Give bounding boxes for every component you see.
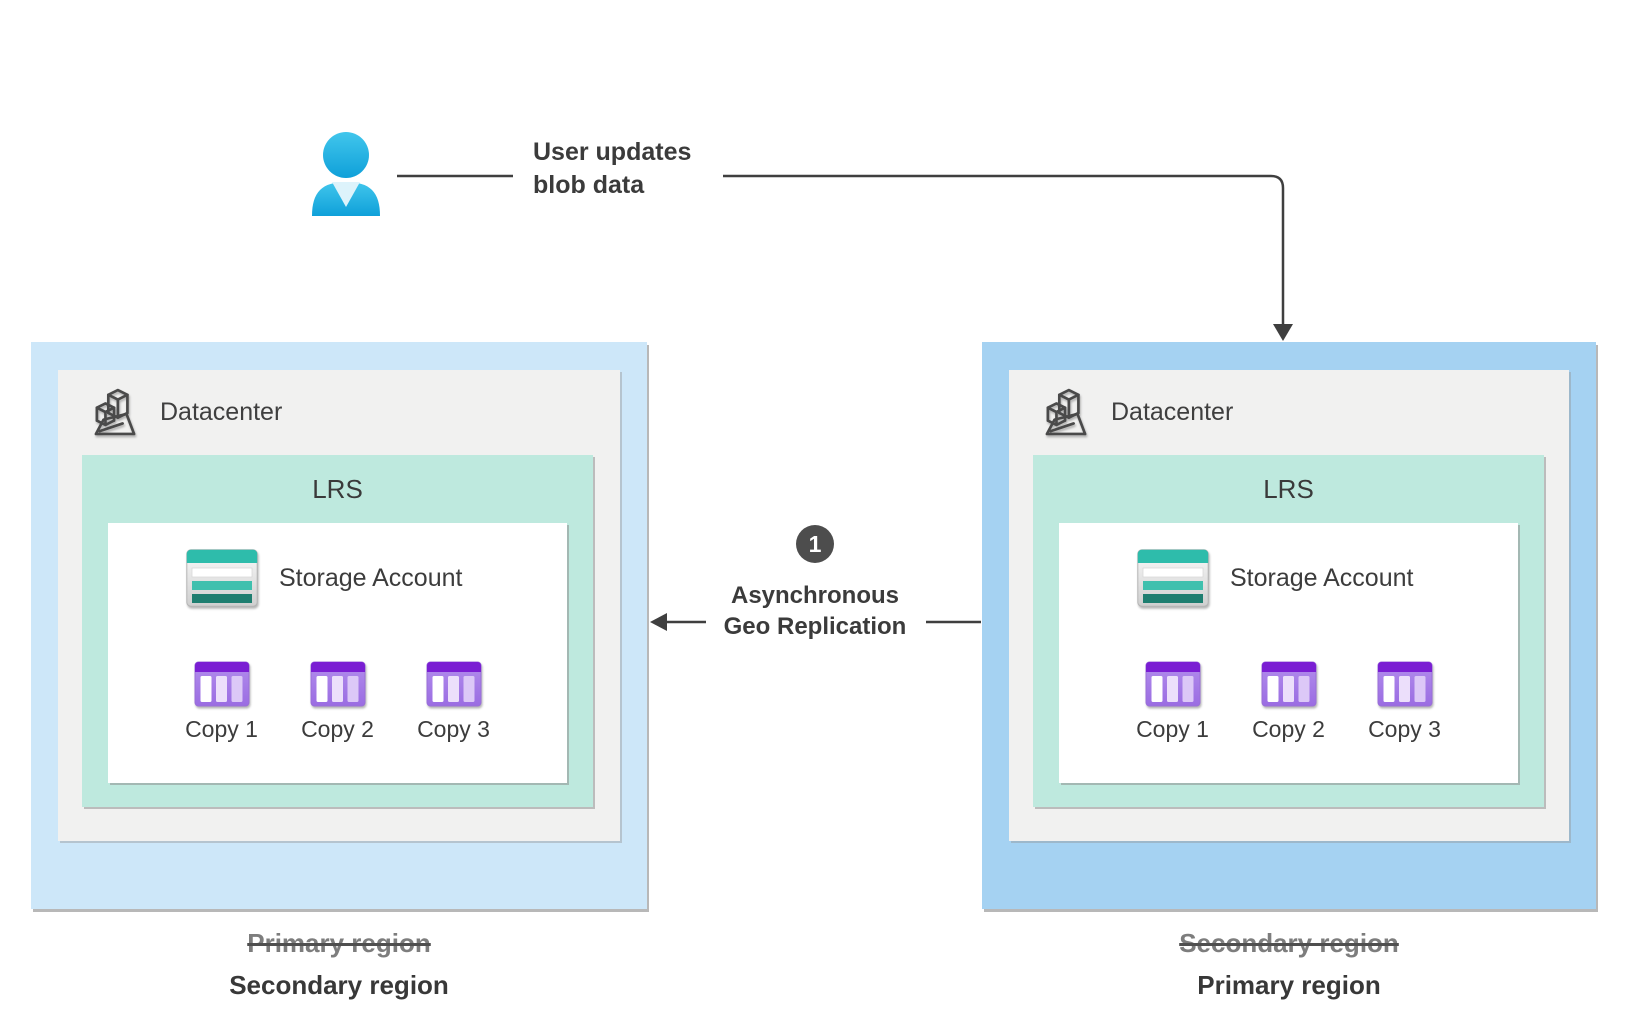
current-role-label: Secondary region: [229, 970, 449, 1000]
down-arrowhead-icon: [1273, 324, 1293, 341]
copy-label: Copy 2: [1252, 716, 1325, 742]
datacenter-panel: Datacenter LRS: [1009, 370, 1569, 841]
lrs-panel: LRS Storage Account: [1033, 455, 1544, 807]
copy-label: Copy 3: [1368, 716, 1441, 742]
copy-label: Copy 1: [1136, 716, 1209, 742]
datacenter-panel: Datacenter LRS: [58, 370, 620, 841]
storage-panel: Storage Account: [1059, 523, 1518, 783]
region-role-labels-right: Secondary region Primary region: [982, 926, 1596, 1002]
copy-item: Copy 1: [1136, 661, 1209, 743]
left-arrowhead-icon: [650, 613, 667, 631]
copy-table-icon: [310, 661, 366, 707]
copy-label: Copy 3: [417, 716, 490, 742]
copy-item: Copy 2: [301, 661, 374, 743]
copy-table-icon: [1261, 661, 1317, 707]
storage-account-label: Storage Account: [1230, 563, 1414, 592]
datacenter-label: Datacenter: [160, 397, 283, 426]
copy-table-icon: [1377, 661, 1433, 707]
datacenter-icon: [1045, 387, 1087, 437]
lrs-label: LRS: [312, 473, 363, 504]
replication-label: Asynchronous Geo Replication: [723, 582, 907, 640]
copy-table-icon: [1145, 661, 1201, 707]
copy-label: Copy 1: [185, 716, 258, 742]
former-role-label: Secondary region: [1179, 928, 1399, 958]
storage-account-icon: [186, 549, 258, 607]
user-updates-label: User updates blob data: [533, 138, 692, 199]
datacenter-label: Datacenter: [1111, 397, 1234, 426]
user-to-primary-connector: [723, 174, 1285, 327]
copy-item: Copy 3: [417, 661, 490, 743]
region-box-primary: Datacenter LRS: [982, 342, 1596, 909]
datacenter-icon: [94, 387, 136, 437]
replication-step-badge: 1: [796, 525, 834, 563]
copy-table-icon: [426, 661, 482, 707]
copy-table-icon: [194, 661, 250, 707]
lrs-panel: LRS: [82, 455, 593, 807]
current-role-label: Primary region: [1197, 970, 1381, 1000]
copy-item: Copy 3: [1368, 661, 1441, 743]
region-role-labels-left: Primary region Secondary region: [31, 926, 647, 1002]
copy-item: Copy 2: [1252, 661, 1325, 743]
user-person-icon: [308, 130, 384, 216]
copy-label: Copy 2: [301, 716, 374, 742]
region-box-secondary: Datacenter LRS: [31, 342, 647, 909]
lrs-label: LRS: [1263, 473, 1314, 504]
storage-panel: Storage Account: [108, 523, 567, 783]
copy-item: Copy 1: [185, 661, 258, 743]
former-role-label: Primary region: [247, 928, 431, 958]
storage-account-icon: [1137, 549, 1209, 607]
storage-account-label: Storage Account: [279, 563, 463, 592]
